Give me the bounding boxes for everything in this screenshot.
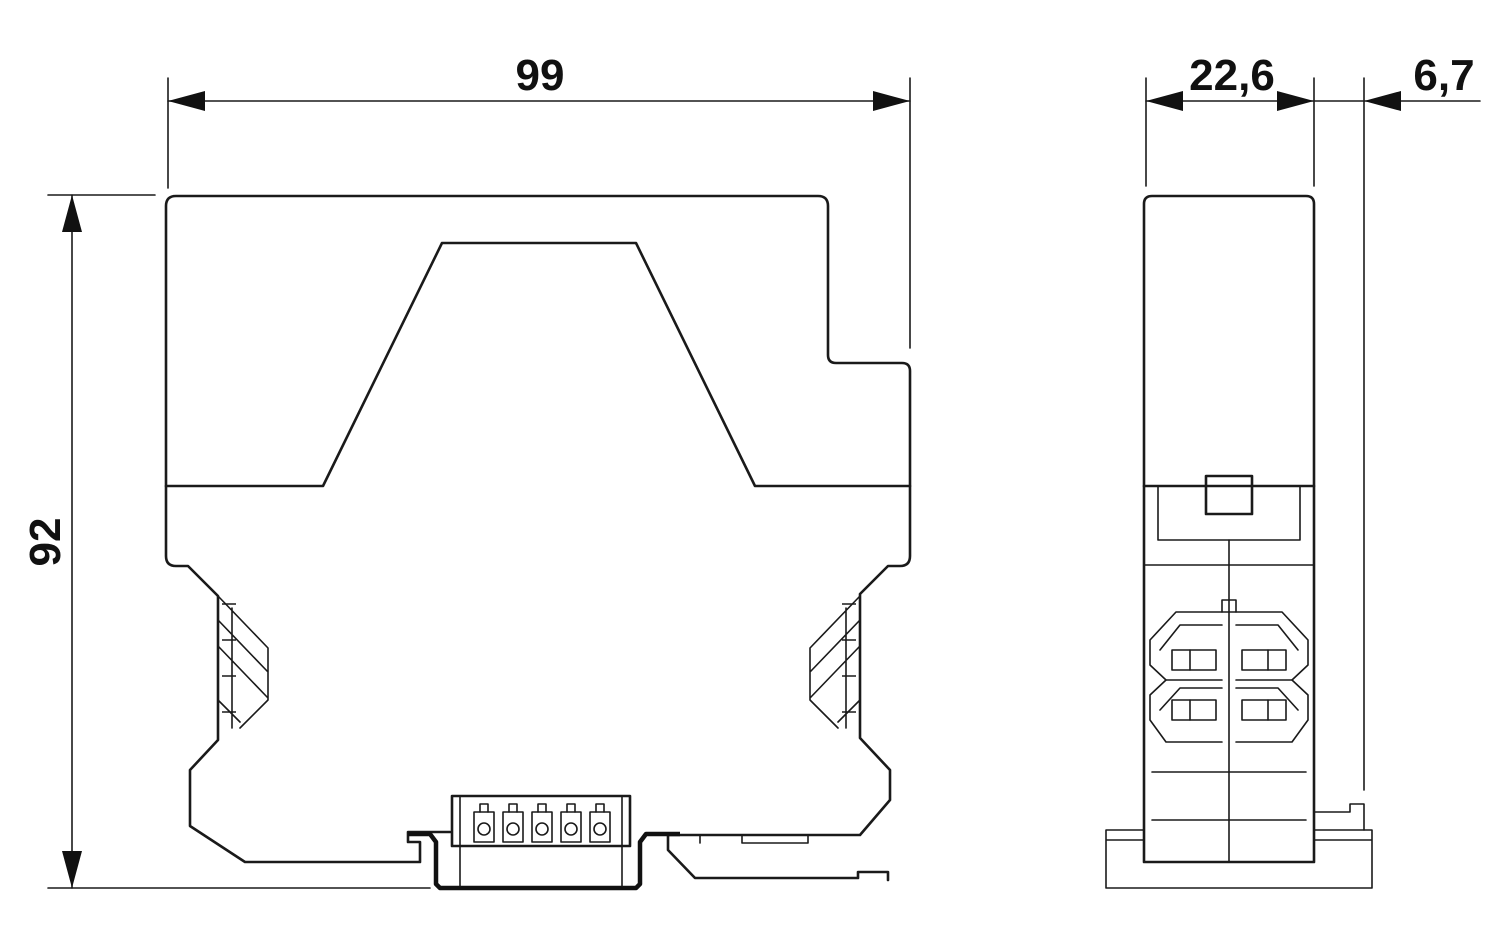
left-latch (217, 595, 269, 729)
side-din-rail (1105, 829, 1373, 889)
side-connector-left (1149, 611, 1223, 743)
dimension-label-height: 92 (21, 518, 70, 567)
terminal-block (450, 794, 632, 887)
dimension-label-width-front: 99 (516, 51, 565, 100)
dimension-width-99: 99 (167, 51, 911, 349)
front-view (164, 194, 912, 891)
dimension-height-92: 92 (21, 194, 431, 889)
front-housing-outline (164, 194, 912, 882)
side-housing-outline (1142, 194, 1316, 864)
terminal-screw (531, 803, 553, 843)
terminal-screw (589, 803, 611, 843)
front-foot-detail (699, 834, 809, 844)
dimension-offset-6-7: 6,7 (1313, 51, 1481, 791)
dimension-label-width-side: 22,6 (1189, 51, 1275, 100)
side-clip (1204, 474, 1254, 516)
terminal-screw (502, 803, 524, 843)
side-view (1105, 194, 1373, 889)
right-latch (809, 595, 861, 729)
terminal-screw (560, 803, 582, 843)
dimension-label-offset-side: 6,7 (1413, 51, 1474, 100)
terminal-screw (473, 803, 495, 843)
front-label-area (164, 241, 912, 488)
dimension-width-22-6: 22,6 (1145, 51, 1315, 187)
din-rail (408, 831, 680, 891)
side-connector-right (1235, 611, 1309, 743)
